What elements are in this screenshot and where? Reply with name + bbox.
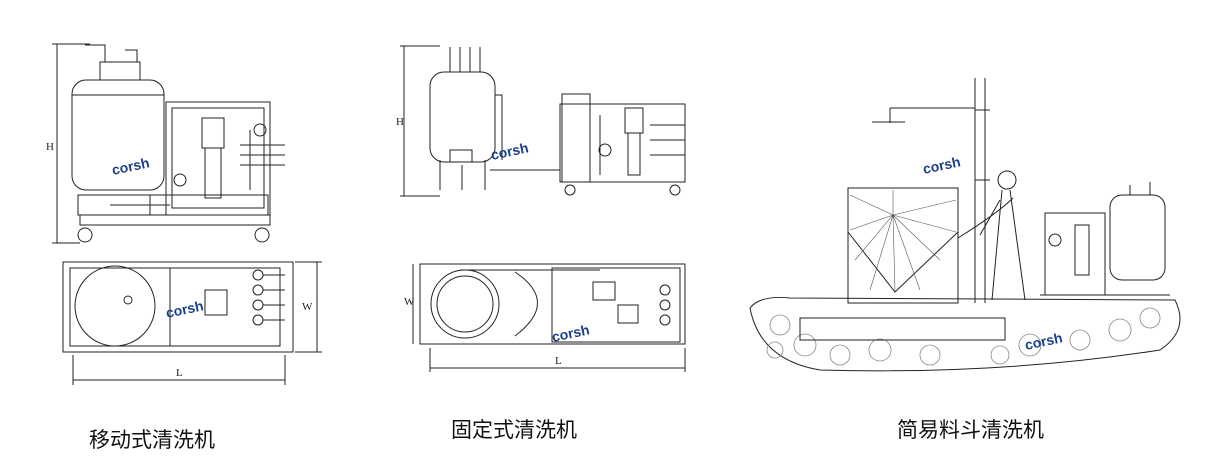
svg-text:corsh: corsh xyxy=(1023,329,1064,353)
height-label: H xyxy=(46,141,54,153)
mobile-cleaner-top-view xyxy=(62,261,322,385)
width-label: W xyxy=(302,301,313,313)
length-label: L xyxy=(555,355,562,367)
fixed-cleaner-top-view xyxy=(412,263,686,372)
hopper-cleaner-scene xyxy=(749,78,1181,372)
brand-logo: corsh corsh corsh corsh corsh corsh xyxy=(110,139,1064,353)
svg-text:corsh: corsh xyxy=(110,154,151,178)
fixed-cleaner-front-view xyxy=(400,45,686,197)
caption-fixed-cleaner: 固定式清洗机 xyxy=(451,418,577,442)
height-label: H xyxy=(396,116,404,128)
svg-text:corsh: corsh xyxy=(550,321,591,345)
caption-hopper-cleaner: 简易料斗清洗机 xyxy=(897,418,1044,442)
svg-text:corsh: corsh xyxy=(489,139,530,163)
caption-mobile-cleaner: 移动式清洗机 xyxy=(89,428,215,452)
length-label: L xyxy=(176,367,183,379)
mobile-cleaner-front-view xyxy=(52,43,285,244)
svg-text:corsh: corsh xyxy=(164,297,205,321)
svg-text:corsh: corsh xyxy=(921,153,962,177)
width-label: W xyxy=(404,296,415,308)
